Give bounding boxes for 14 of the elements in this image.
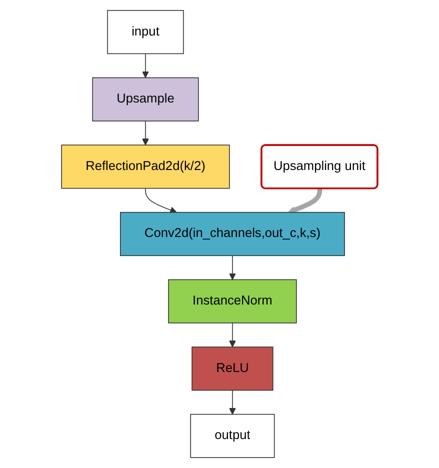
- node-box: ReLU: [192, 346, 274, 391]
- node-box: InstanceNorm: [168, 279, 297, 324]
- arrow: [228, 255, 236, 280]
- arrow: [142, 120, 149, 146]
- arrow: [142, 53, 149, 78]
- node-box: ReflectionPad2d(k/2): [61, 144, 230, 189]
- arrow: [228, 322, 236, 348]
- arrow: [288, 188, 322, 214]
- arrow: [228, 390, 236, 415]
- arrow: [145, 188, 177, 214]
- node-box: input: [107, 10, 184, 54]
- node-box: output: [190, 414, 275, 458]
- node-box: Upsample: [92, 77, 199, 122]
- node-box: Conv2d(in_channels,out_c,k,s): [120, 212, 345, 256]
